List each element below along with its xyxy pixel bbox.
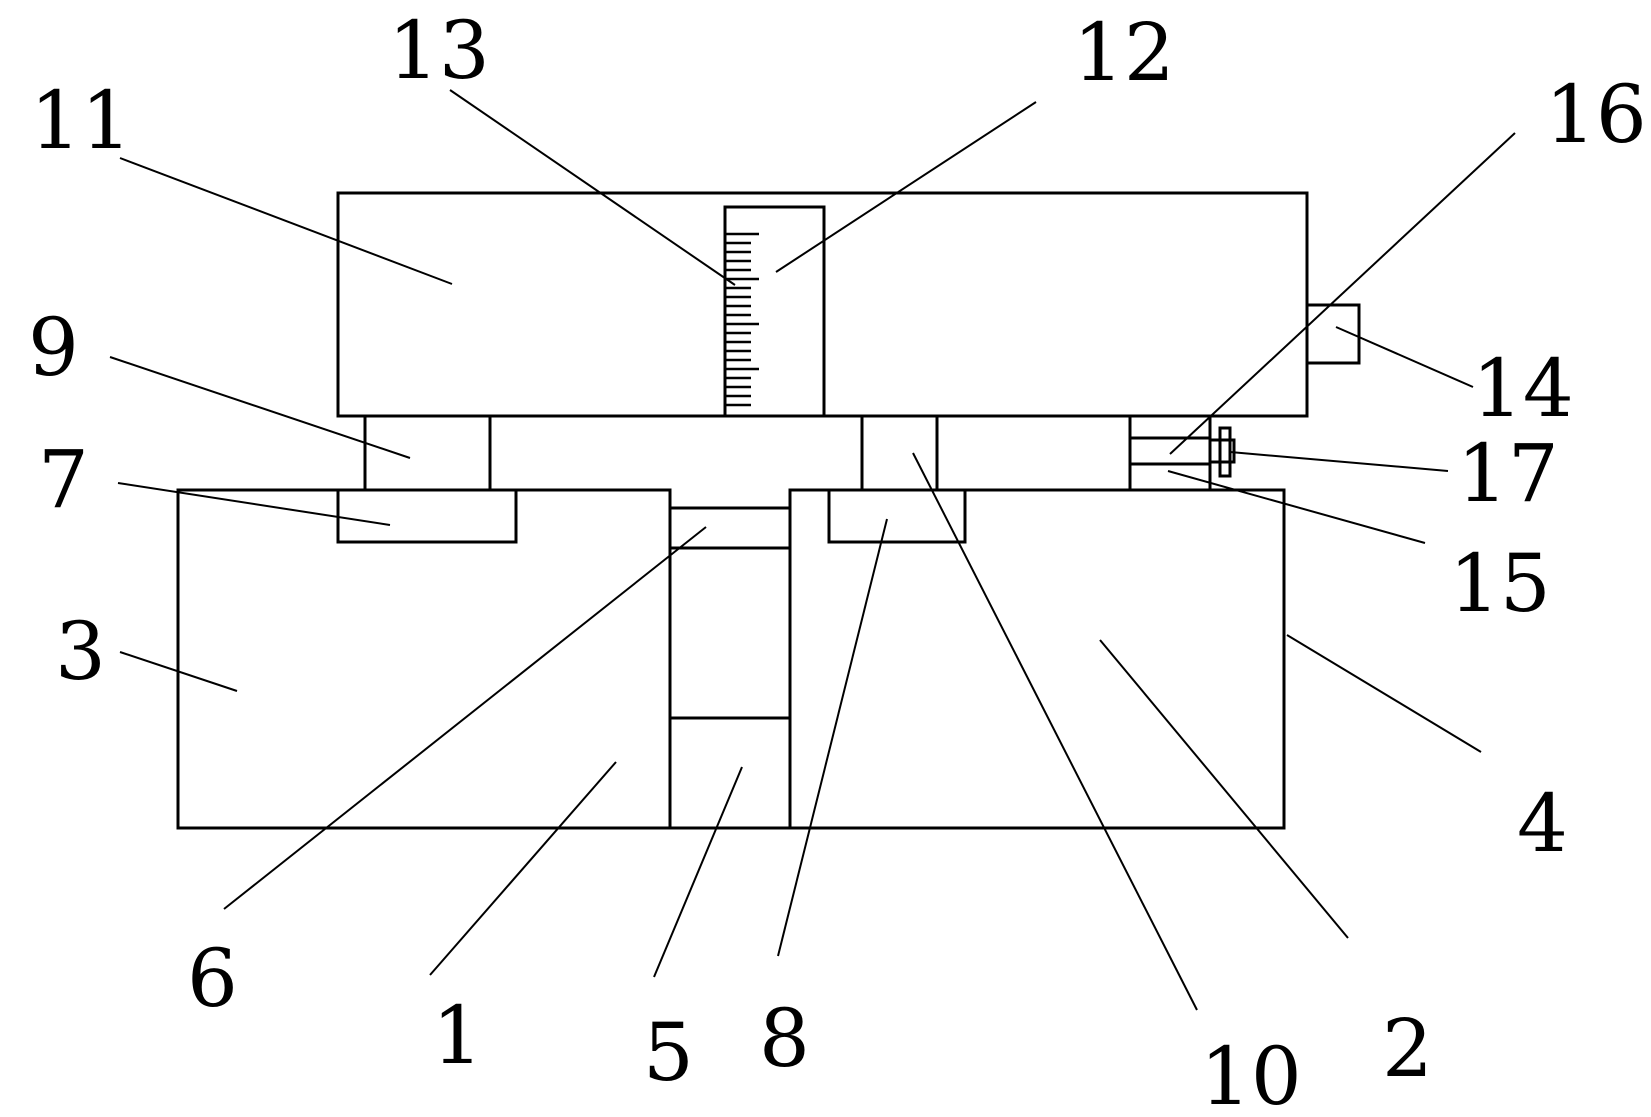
label-7: 7 (38, 433, 89, 526)
label-1: 1 (432, 989, 483, 1082)
part-14-knob (1305, 303, 1361, 365)
leader-8 (777, 518, 888, 957)
part-17-screw-head (1208, 438, 1236, 464)
leader-15 (1167, 470, 1426, 544)
label-16: 16 (1545, 68, 1647, 161)
leader-4 (1286, 634, 1482, 753)
part-9-post (363, 414, 492, 492)
label-8: 8 (759, 992, 810, 1085)
label-15: 15 (1449, 537, 1551, 630)
leader-11 (119, 157, 453, 285)
label-14: 14 (1472, 342, 1574, 435)
part-17-screw-shaft (1218, 426, 1232, 478)
leader-2 (1099, 639, 1349, 939)
label-10: 10 (1200, 1030, 1302, 1117)
leader-7 (117, 482, 391, 526)
label-17: 17 (1457, 427, 1559, 520)
leader-9 (109, 356, 411, 459)
label-13: 13 (388, 4, 490, 97)
part-12-scale-window (723, 205, 826, 418)
label-4: 4 (1517, 777, 1568, 870)
leader-13 (449, 89, 736, 286)
part-13-scale-ticks (725, 232, 759, 407)
label-2: 2 (1382, 1002, 1433, 1095)
leader-14 (1335, 326, 1474, 388)
label-12: 12 (1073, 6, 1175, 99)
label-9: 9 (28, 301, 79, 394)
leader-12 (775, 101, 1037, 273)
leader-3 (119, 651, 238, 692)
label-11: 11 (30, 74, 132, 167)
leader-16 (1169, 132, 1516, 455)
label-5: 5 (643, 1006, 694, 1099)
leader-5 (653, 766, 743, 978)
label-3: 3 (55, 605, 106, 698)
part-5-connector (668, 506, 792, 830)
leader-1 (429, 761, 617, 976)
leader-17 (1229, 451, 1449, 472)
label-6: 6 (187, 932, 238, 1025)
leader-10 (912, 452, 1198, 1011)
part-7-groove (336, 488, 518, 544)
leader-6 (223, 526, 707, 910)
